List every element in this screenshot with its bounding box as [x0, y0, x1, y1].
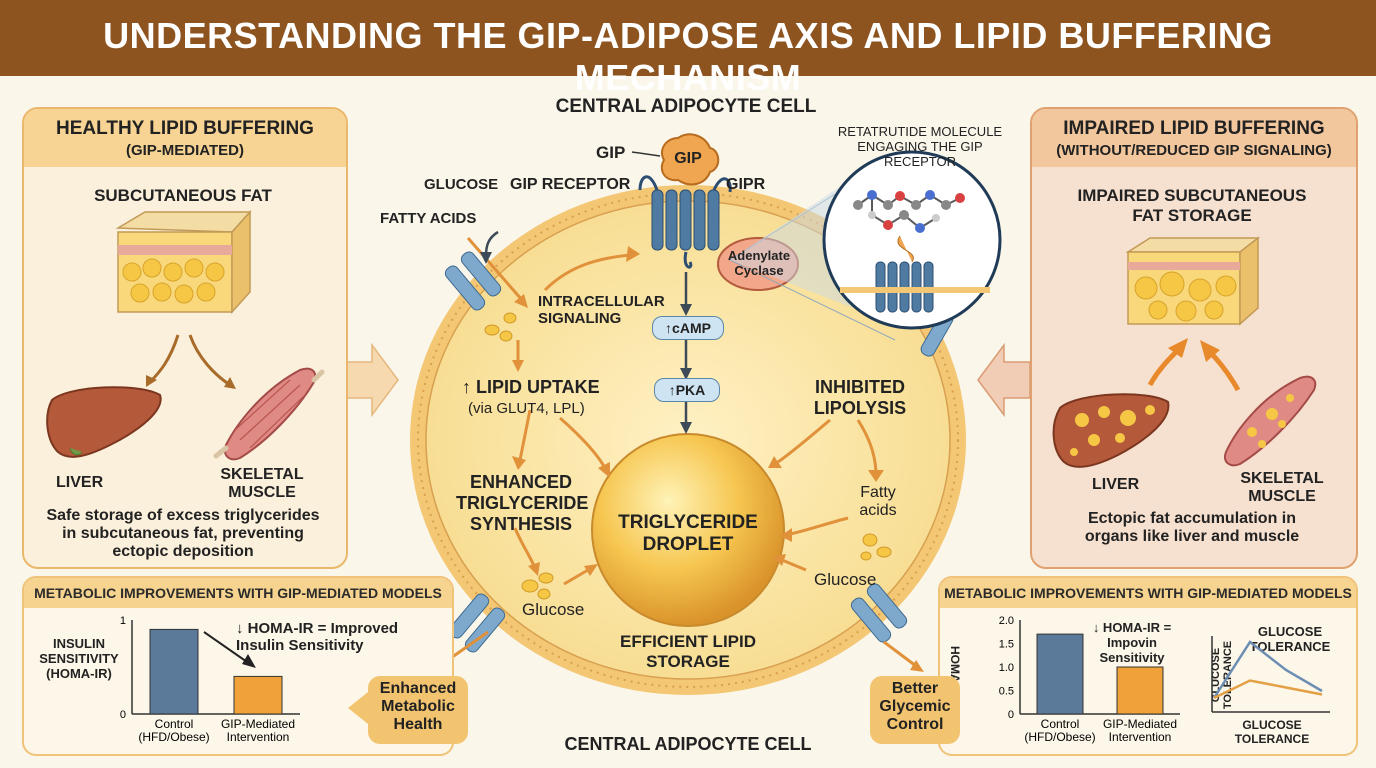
gip-receptor-icon	[638, 175, 732, 269]
lipid-particles	[484, 312, 892, 600]
gipr-label: GIPR	[726, 176, 766, 193]
bottom-right-metrics-box: METABOLIC IMPROVEMENTS WITH GIP-MEDIATED…	[938, 576, 1358, 756]
x-tick-label: Control	[1041, 717, 1080, 731]
series-line	[1213, 679, 1323, 700]
gip-pointer-label: GIP	[596, 143, 626, 162]
bottom-right-header: METABOLIC IMPROVEMENTS WITH GIP-MEDIATED…	[940, 578, 1356, 608]
impaired-buffering-panel: IMPAIRED LIPID BUFFERING (WITHOUT/REDUCE…	[1030, 107, 1358, 569]
impaired-panel-title: IMPAIRED LIPID BUFFERING	[1063, 118, 1325, 139]
y-tick-label: 1.0	[999, 662, 1014, 674]
x-tick-label: GIP-Mediated	[1103, 717, 1177, 731]
page-title: UNDERSTANDING THE GIP-ADIPOSE AXIS AND L…	[103, 15, 1273, 98]
retatrutide-molecule-icon	[840, 190, 990, 313]
glucose-tolerance-xlabel: GLUCOSE TOLERANCE	[1234, 718, 1310, 746]
fatty-liver-icon	[1052, 393, 1170, 468]
impaired-fat-label: IMPAIRED SUBCUTANEOUS FAT STORAGE	[1077, 186, 1307, 225]
subcutaneous-fat-label: SUBCUTANEOUS FAT	[94, 186, 272, 205]
healthy-panel-title: HEALTHY LIPID BUFFERING	[56, 118, 314, 139]
camp-tag: ↑cAMP	[652, 316, 724, 340]
gip-ligand-label: GIP	[674, 150, 702, 167]
right-muscle-label: SKELETAL MUSCLE	[1240, 470, 1324, 505]
y-tick-label: 0	[1008, 709, 1014, 721]
bottom-right-annotation: ↓ HOMA-IR = Impovin Sensitivity	[1092, 620, 1172, 665]
right-to-center-arrow	[977, 342, 1031, 418]
better-glycemic-control-badge: Better Glycemic Control	[870, 676, 960, 744]
fatty-acids-right-label: Fatty acids	[859, 484, 897, 519]
liver-icon	[46, 386, 162, 458]
glucose-left-label: Glucose	[522, 600, 585, 619]
subcutaneous-fat-icon	[115, 210, 252, 314]
lipid-uptake-sub: (via GLUT4, LPL)	[468, 400, 585, 417]
fatty-acids-top-label: FATTY ACIDS	[380, 210, 477, 227]
enhanced-tg-label: ENHANCED TRIGLYCERIDE SYNTHESIS	[456, 472, 589, 534]
gip-receptor-label: GIP RECEPTOR	[510, 176, 631, 193]
x-tick-label: Intervention	[227, 730, 290, 744]
left-to-center-arrow	[345, 342, 399, 418]
glucose-right-label: Glucose	[814, 570, 877, 589]
healthy-buffering-panel: HEALTHY LIPID BUFFERING (GIP-MEDIATED)	[22, 107, 348, 569]
transporter-bottom-right-icon	[850, 583, 908, 643]
x-tick-label: (HFD/Obese)	[138, 730, 209, 744]
droplet-label: TRIGLYCERIDE DROPLET	[618, 512, 758, 555]
bottom-left-header: METABOLIC IMPROVEMENTS WITH GIP-MEDIATED…	[24, 578, 452, 608]
transporter-top-left-icon	[444, 251, 502, 311]
bar	[233, 675, 283, 715]
impaired-panel-header: IMPAIRED LIPID BUFFERING (WITHOUT/REDUCE…	[1032, 109, 1356, 167]
left-liver-label: LIVER	[56, 474, 104, 491]
right-liver-label: LIVER	[1092, 476, 1140, 493]
title-bar: UNDERSTANDING THE GIP-ADIPOSE AXIS AND L…	[0, 0, 1376, 98]
y-tick-label: 0	[120, 709, 126, 721]
healthy-panel-header: HEALTHY LIPID BUFFERING (GIP-MEDIATED)	[24, 109, 346, 167]
healthy-panel-subtitle: (GIP-MEDIATED)	[125, 142, 245, 159]
bottom-left-annotation: ↓ HOMA-IR = Improved Insulin Sensitivity	[236, 620, 399, 654]
bottom-left-ylabel: INSULIN SENSITIVITY (HOMA-IR)	[39, 636, 119, 681]
intracellular-signaling-label: INTRACELLULAR SIGNALING	[538, 293, 665, 327]
bar	[149, 628, 199, 715]
series-line	[1212, 640, 1323, 699]
cell-top-label: CENTRAL ADIPOCYTE CELL	[555, 96, 817, 117]
skeletal-muscle-icon	[213, 367, 325, 461]
left-muscle-label: SKELETAL MUSCLE	[220, 466, 304, 501]
left-summary: Safe storage of excess triglycerides in …	[46, 507, 320, 560]
right-summary: Ectopic fat accumulation in organs like …	[1084, 510, 1300, 545]
x-tick-label: (HFD/Obese)	[1024, 730, 1095, 744]
efficient-storage-label: EFFICIENT LIPID STORAGE	[620, 632, 756, 671]
y-tick-label: 0.5	[999, 686, 1014, 698]
adenylate-cyclase-label: Adenylate Cyclase	[727, 248, 791, 278]
pka-tag: ↑PKA	[654, 378, 720, 402]
fatty-muscle-icon	[1224, 375, 1317, 467]
x-tick-label: Control	[155, 717, 194, 731]
inhibited-lipolysis-label: INHIBITED LIPOLYSIS	[813, 377, 907, 418]
trend-arrowhead	[242, 654, 256, 668]
bar	[1116, 666, 1164, 715]
x-tick-label: GIP-Mediated	[221, 717, 295, 731]
triglyceride-droplet	[591, 433, 785, 627]
lipid-uptake-label: ↑ LIPID UPTAKE	[462, 377, 600, 397]
bar	[1036, 633, 1084, 715]
y-tick-label: 1.5	[999, 639, 1014, 651]
y-tick-label: 1	[120, 615, 126, 627]
glucose-top-label: GLUCOSE	[424, 176, 499, 193]
retatrutide-label: RETATRUTIDE MOLECULE ENGAGING THE GIP RE…	[837, 124, 1003, 169]
enhanced-metabolic-health-badge: Enhanced Metabolic Health	[368, 676, 468, 744]
glucose-tolerance-title: GLUCOSE TOLERANCE	[1249, 624, 1331, 654]
impaired-fat-icon	[1125, 236, 1261, 326]
gip-ligand-icon	[660, 133, 720, 186]
trend-arrow	[203, 631, 251, 665]
cell-bottom-label: CENTRAL ADIPOCYTE CELL	[564, 734, 812, 754]
impaired-panel-subtitle: (WITHOUT/REDUCED GIP SIGNALING)	[1056, 142, 1332, 159]
x-tick-label: Intervention	[1109, 730, 1172, 744]
y-tick-label: 2.0	[999, 615, 1014, 627]
